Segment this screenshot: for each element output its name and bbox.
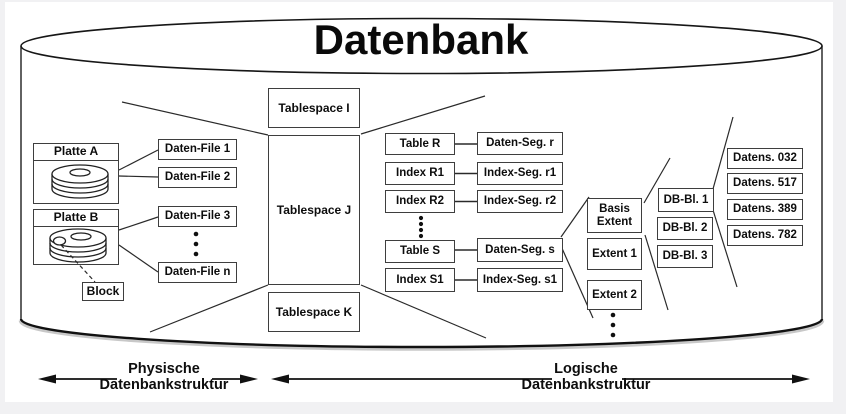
node-platte-b: Platte B: [33, 209, 119, 265]
physical-structure-arrow: [38, 374, 258, 384]
node-index-seg-s1: Index-Seg. s1: [477, 268, 563, 292]
block-marker-icon: [52, 236, 67, 246]
legend-logical-line1: Logische: [554, 361, 618, 377]
legend-physical-line1: Physische: [128, 361, 200, 377]
basis-extent-line2: Extent: [596, 215, 633, 228]
legend-physical-structure: Physische Datenbankstruktur: [99, 361, 229, 393]
node-record-517: Datens. 517: [727, 173, 803, 194]
expansion-fan-lines: [121, 95, 738, 339]
database-cylinder-icon: [18, 17, 825, 351]
node-table-s: Table S: [385, 240, 455, 263]
node-tablespace-i: Tablespace I: [268, 88, 360, 128]
disk-file-connectors: [118, 149, 159, 273]
node-daten-file-2: Daten-File 2: [158, 167, 237, 188]
node-tablespace-j: Tablespace J: [268, 135, 360, 285]
node-index-r2: Index R2: [385, 190, 455, 213]
node-block: Block: [82, 282, 124, 301]
node-daten-seg-r: Daten-Seg. r: [477, 132, 563, 155]
node-tablespace-k: Tablespace K: [268, 292, 360, 332]
node-record-032: Datens. 032: [727, 148, 803, 169]
node-extent-1: Extent 1: [587, 238, 642, 270]
node-daten-seg-s: Daten-Seg. s: [477, 238, 563, 262]
disk-icon-a: [51, 164, 109, 199]
vertical-ellipsis-dots: [193, 215, 616, 338]
node-platte-a: Platte A: [33, 143, 119, 204]
node-daten-file-1: Daten-File 1: [158, 139, 237, 160]
node-db-block-3: DB-Bl. 3: [657, 245, 713, 268]
node-db-block-1: DB-Bl. 1: [658, 188, 714, 212]
node-basis-extent: Basis Extent: [587, 198, 642, 233]
logical-structure-arrow: [271, 374, 810, 384]
basis-extent-line1: Basis: [599, 203, 630, 216]
diagram-title: Datenbank: [313, 16, 529, 63]
node-db-block-2: DB-Bl. 2: [657, 217, 713, 240]
node-extent-2: Extent 2: [587, 280, 642, 310]
node-record-782: Datens. 782: [727, 225, 803, 246]
platte-b-label: Platte B: [34, 210, 118, 227]
node-daten-file-3: Daten-File 3: [158, 206, 237, 227]
block-pointer-dashed-line: [60, 244, 96, 283]
platte-a-label: Platte A: [34, 144, 118, 161]
node-daten-file-n: Daten-File n: [158, 262, 237, 283]
legend-physical-line2: Datenbankstruktur: [99, 376, 229, 393]
legend-logical-structure: Logische Datenbankstruktur: [521, 361, 651, 393]
node-record-389: Datens. 389: [727, 199, 803, 220]
legend-logical-line2: Datenbankstruktur: [521, 376, 651, 393]
node-index-seg-r1: Index-Seg. r1: [477, 162, 563, 185]
table-segment-connectors: [455, 143, 477, 281]
node-table-r: Table R: [385, 133, 455, 155]
node-index-r1: Index R1: [385, 162, 455, 185]
node-index-seg-r2: Index-Seg. r2: [477, 190, 563, 213]
disk-icon-b: [49, 228, 107, 263]
node-index-s1: Index S1: [385, 268, 455, 292]
